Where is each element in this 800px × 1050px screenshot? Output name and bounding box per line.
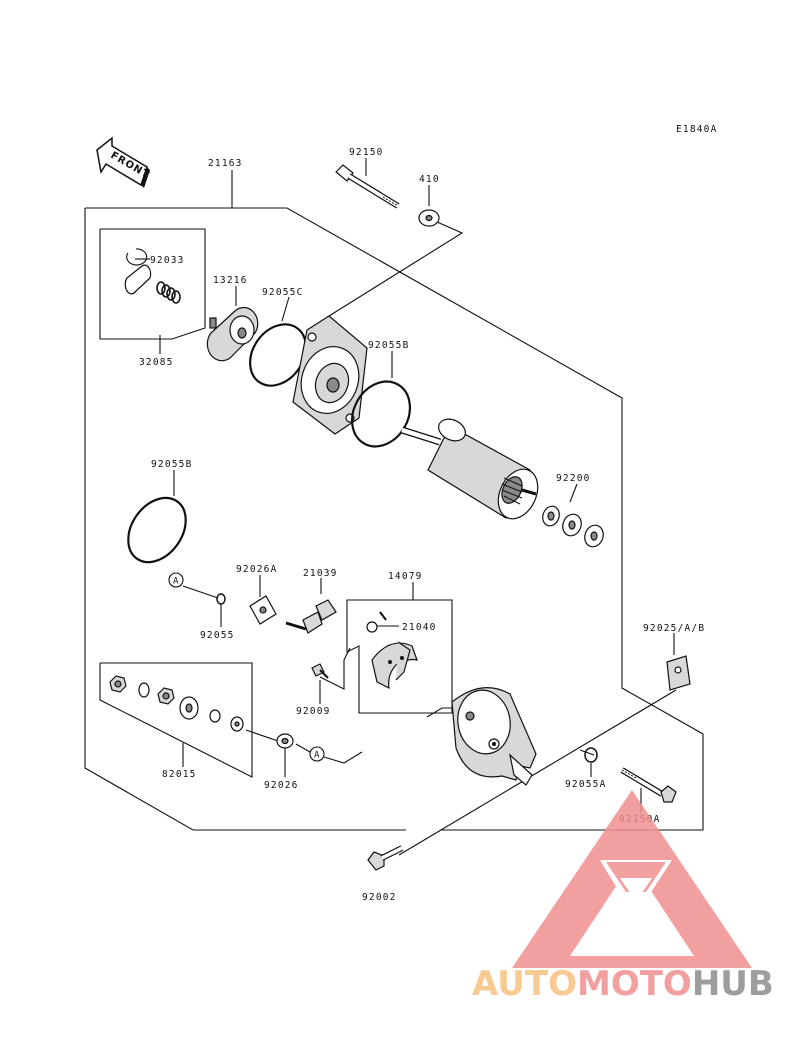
label-92200: 92200 bbox=[556, 473, 591, 484]
leader-lines bbox=[135, 158, 677, 856]
label-92055: 92055 bbox=[200, 630, 235, 641]
label-92055B-upper: 92055B bbox=[368, 340, 410, 351]
box-82015 bbox=[99, 662, 253, 778]
plate-92025 bbox=[666, 655, 691, 691]
label-14079: 14079 bbox=[388, 571, 423, 582]
washer-410 bbox=[418, 209, 440, 227]
front-cover bbox=[451, 687, 537, 786]
label-21163: 21163 bbox=[208, 158, 243, 169]
label-21040: 21040 bbox=[402, 622, 437, 633]
watermark-text: AUTOMOTOHUB bbox=[472, 964, 774, 1004]
label-32085: 32085 bbox=[139, 357, 174, 368]
label-21039: 21039 bbox=[303, 568, 338, 579]
o-ring-92055A bbox=[584, 747, 598, 763]
front-arrow-icon: FRONT bbox=[96, 136, 151, 188]
bolt-92150A bbox=[620, 767, 677, 803]
label-92025: 92025/A/B bbox=[643, 623, 705, 634]
parts-32085-group bbox=[124, 248, 181, 304]
callout-a-lower: A bbox=[309, 746, 325, 762]
label-92055B-lower: 92055B bbox=[151, 459, 193, 470]
callout-a-upper: A bbox=[168, 572, 184, 588]
o-ring-92055 bbox=[216, 593, 226, 605]
watermark-auto: AUTO bbox=[472, 964, 577, 1004]
nuts-washers-82015 bbox=[109, 675, 244, 732]
diagram-ref-code: E1840A bbox=[676, 124, 718, 135]
terminal-bolt-21039 bbox=[285, 599, 337, 634]
watermark-moto: MOTO bbox=[577, 964, 692, 1004]
automotohub-watermark: AUTOMOTOHUB bbox=[472, 790, 774, 1004]
plate-92026A bbox=[249, 595, 277, 625]
label-410: 410 bbox=[419, 174, 440, 185]
label-13216: 13216 bbox=[213, 275, 248, 286]
washer-92026 bbox=[276, 733, 294, 749]
o-ring-92055C bbox=[249, 323, 307, 387]
svg-text:A: A bbox=[173, 577, 179, 587]
box-32085 bbox=[99, 228, 206, 340]
washers-92200 bbox=[542, 505, 604, 548]
label-92009: 92009 bbox=[296, 706, 331, 717]
watermark-logo-triangle-icon bbox=[512, 790, 752, 968]
screw-92009 bbox=[311, 663, 329, 679]
box-14079 bbox=[346, 599, 453, 714]
label-92033: 92033 bbox=[150, 255, 185, 266]
assembly-outline bbox=[84, 170, 704, 831]
label-92026: 92026 bbox=[264, 780, 299, 791]
bolt-92150 bbox=[335, 164, 400, 209]
label-92002: 92002 bbox=[362, 892, 397, 903]
brush-plate-21040 bbox=[366, 611, 418, 690]
label-92026A: 92026A bbox=[236, 564, 278, 575]
bolt-92002 bbox=[367, 845, 404, 871]
svg-text:A: A bbox=[314, 751, 320, 761]
brush-holder-13216 bbox=[206, 306, 259, 362]
label-92150: 92150 bbox=[349, 147, 384, 158]
label-82015: 82015 bbox=[162, 769, 197, 780]
label-92055C: 92055C bbox=[262, 287, 304, 298]
armature-yoke bbox=[400, 418, 539, 520]
o-ring-92055B-lower bbox=[127, 496, 187, 564]
watermark-hub: HUB bbox=[692, 964, 774, 1004]
label-92055A: 92055A bbox=[565, 779, 607, 790]
part-labels: 21163 92150 410 92033 32085 13216 92055C… bbox=[139, 147, 705, 903]
